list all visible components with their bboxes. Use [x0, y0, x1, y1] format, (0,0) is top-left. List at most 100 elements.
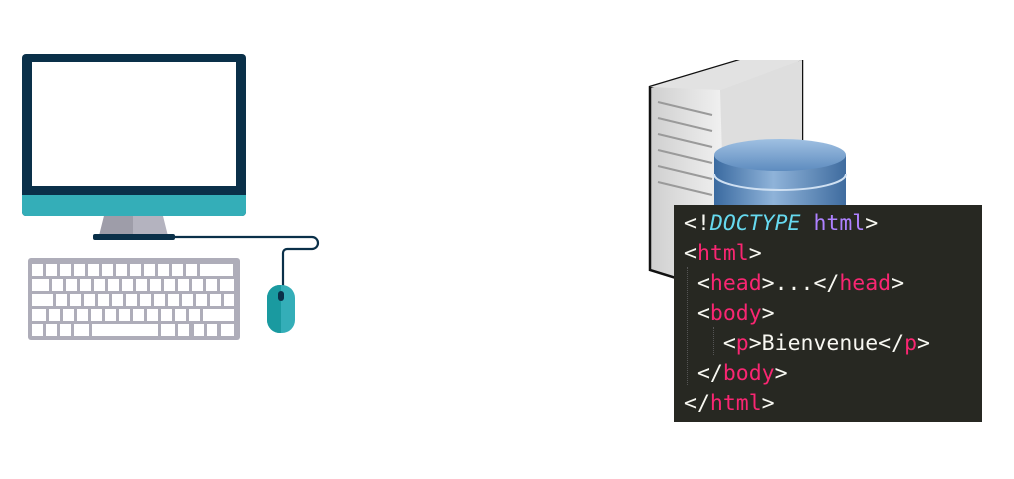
code-token: >	[917, 331, 930, 356]
keyboard-key	[207, 324, 217, 336]
html-code-snippet: <!DOCTYPE html><html> <head>...</head> <…	[674, 205, 982, 422]
code-token: <!	[684, 211, 710, 236]
code-token: <	[684, 301, 710, 326]
keyboard-key	[175, 309, 186, 321]
keyboard-key	[32, 264, 43, 276]
keyboard-key	[60, 264, 71, 276]
keyboard-key	[49, 309, 60, 321]
keyboard-key	[178, 324, 189, 336]
code-line: <body>	[684, 299, 982, 329]
keyboard-key	[126, 294, 137, 306]
keyboard-key	[112, 294, 123, 306]
code-token: html	[800, 211, 866, 236]
keyboard-key	[32, 294, 53, 306]
code-token: <	[684, 331, 736, 356]
code-token: p	[904, 331, 918, 356]
code-token: >	[865, 211, 879, 236]
indent-guide	[687, 267, 688, 385]
keyboard-key	[108, 279, 119, 291]
mouse	[266, 284, 295, 334]
code-token: >Bienvenue</	[748, 331, 905, 356]
keyboard-key	[158, 264, 169, 276]
keyboard-key	[221, 324, 234, 336]
keyboard-key	[119, 309, 130, 321]
code-token: head	[709, 271, 762, 296]
keyboard-key	[56, 294, 67, 306]
code-token: >	[761, 301, 775, 326]
keyboard-key	[102, 264, 113, 276]
keyboard-key	[168, 294, 179, 306]
keyboard-key	[189, 309, 200, 321]
keyboard-key	[88, 264, 99, 276]
code-line: <p>Bienvenue</p>	[684, 329, 982, 359]
code-token: p	[735, 331, 749, 356]
keyboard-key	[194, 324, 204, 336]
keyboard-key	[224, 294, 234, 306]
keyboard-key	[133, 309, 144, 321]
indent-guide	[713, 327, 714, 355]
code-token: html	[709, 391, 762, 416]
code-line: </html>	[684, 389, 982, 419]
keyboard-key	[80, 279, 91, 291]
keyboard-key	[154, 294, 165, 306]
keyboard-key	[66, 279, 77, 291]
keyboard-key	[116, 264, 127, 276]
code-token: DOCTYPE	[709, 211, 801, 236]
code-token: >...</	[761, 271, 840, 296]
keyboard-key	[220, 279, 234, 291]
code-token: >	[774, 361, 788, 386]
keyboard-key	[74, 324, 89, 336]
keyboard-key	[52, 279, 63, 291]
keyboard-key	[186, 264, 197, 276]
keyboard-key	[150, 279, 161, 291]
code-line: <!DOCTYPE html>	[684, 209, 982, 239]
keyboard-key	[203, 309, 234, 321]
keyboard-key	[164, 279, 175, 291]
keyboard-key	[161, 324, 175, 336]
code-token: >	[761, 391, 775, 416]
code-token: </	[684, 391, 710, 416]
keyboard-key	[200, 264, 233, 276]
keyboard-key	[84, 294, 95, 306]
keyboard	[28, 258, 240, 340]
keyboard-key	[77, 309, 88, 321]
monitor-chin	[22, 195, 246, 216]
keyboard-key	[46, 324, 57, 336]
keyboard-key	[206, 279, 217, 291]
keyboard-key	[46, 264, 57, 276]
keyboard-key	[192, 279, 203, 291]
keyboard-key	[32, 309, 46, 321]
keyboard-key	[105, 309, 116, 321]
keyboard-key	[32, 279, 49, 291]
keyboard-key	[140, 294, 151, 306]
keyboard-key	[147, 309, 158, 321]
code-token: head	[839, 271, 892, 296]
keyboard-key	[32, 324, 43, 336]
code-line: <head>...</head>	[684, 269, 982, 299]
keyboard-key	[91, 309, 102, 321]
keyboard-key	[74, 264, 85, 276]
code-token: <	[684, 271, 710, 296]
keyboard-key	[210, 294, 221, 306]
keyboard-key	[182, 294, 193, 306]
code-line: </body>	[684, 359, 982, 389]
monitor-base	[93, 234, 175, 240]
code-token: <	[684, 241, 697, 266]
keyboard-key	[130, 264, 141, 276]
code-token: </	[684, 361, 723, 386]
code-token: >	[748, 241, 762, 266]
monitor	[22, 54, 246, 240]
code-token: html	[696, 241, 749, 266]
code-token: body	[709, 301, 762, 326]
keyboard-key	[136, 279, 147, 291]
keyboard-key	[70, 294, 81, 306]
client-computer	[22, 54, 320, 340]
keyboard-key	[172, 264, 183, 276]
code-line: <html>	[684, 239, 982, 269]
keyboard-key	[63, 309, 74, 321]
keyboard-key	[196, 294, 207, 306]
code-token: >	[891, 271, 905, 296]
keyboard-key	[122, 279, 133, 291]
keyboard-key	[60, 324, 71, 336]
keyboard-key	[144, 264, 155, 276]
